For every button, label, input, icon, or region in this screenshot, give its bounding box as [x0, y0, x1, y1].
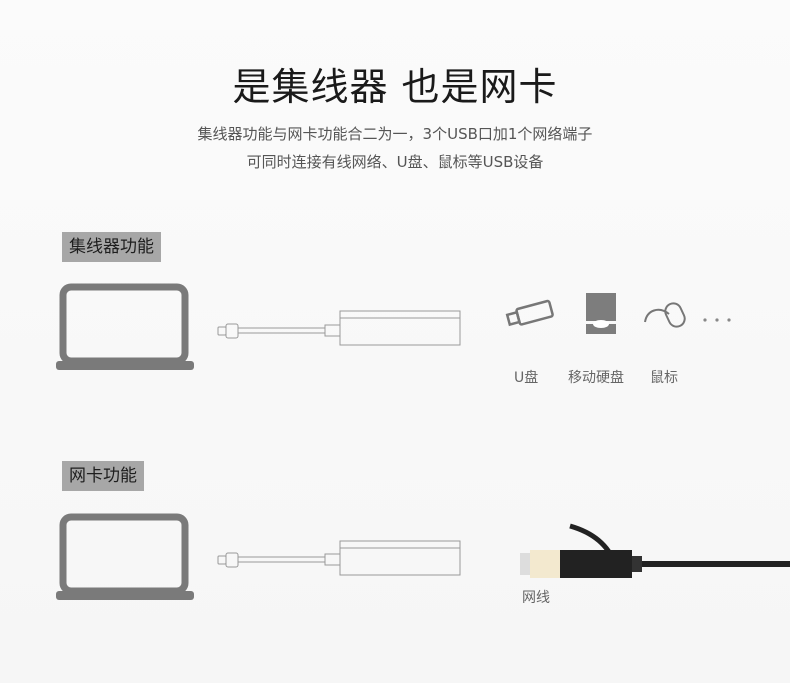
page-title: 是集线器 也是网卡: [232, 65, 558, 109]
usb-c-hub-icon: [217, 310, 461, 346]
device-label-mouse: 鼠标: [650, 370, 678, 386]
device-label-hard-drive: 移动硬盘: [568, 370, 624, 386]
usb-drive-icon: [505, 299, 554, 327]
nic-function-tag: 网卡功能: [62, 461, 144, 491]
cable-label: 网线: [522, 590, 550, 606]
subtitle-line-2: 可同时连接有线网络、U盘、鼠标等USB设备: [246, 153, 544, 171]
laptop-icon: [56, 513, 194, 600]
subtitle-line-1: 集线器功能与网卡功能合二为一，3个USB口加1个网络端子: [197, 125, 593, 143]
more-dots-icon: [703, 318, 731, 322]
laptop-icon: [56, 283, 194, 370]
mouse-icon: [644, 302, 686, 328]
device-label-usb-drive: U盘: [514, 370, 539, 386]
hub-function-tag: 集线器功能: [62, 232, 161, 262]
usb-c-hub-icon: [217, 540, 461, 576]
ethernet-cable-icon: [520, 523, 790, 578]
hard-drive-icon: [586, 293, 616, 334]
